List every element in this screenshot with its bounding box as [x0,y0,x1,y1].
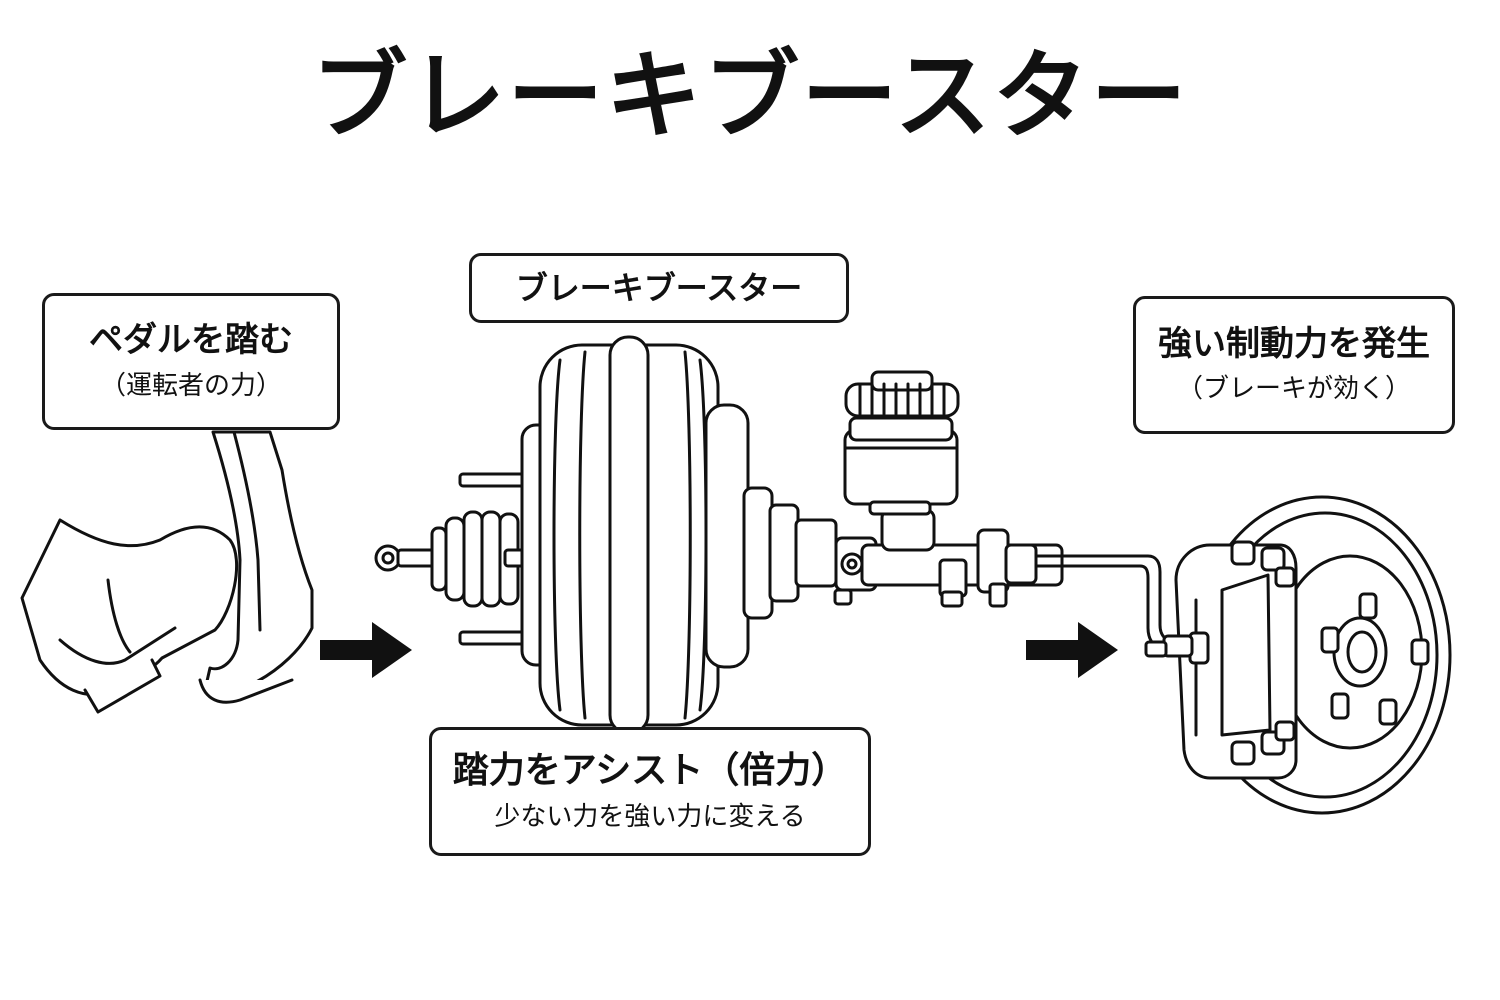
label-strong-braking-main: 強い制動力を発生 [1158,323,1430,364]
booster-canister [520,335,838,735]
label-strong-braking: 強い制動力を発生 （ブレーキが効く） [1133,296,1455,434]
brake-caliper [1144,540,1298,780]
label-force-assist-main: 踏力をアシスト（倍力） [452,749,848,791]
master-cylinder [833,508,1064,608]
push-rod [374,544,440,572]
diagram-title: ブレーキブースター [311,40,1189,152]
label-press-pedal-main: ペダルを踏む [89,320,293,361]
label-press-pedal: ペダルを踏む （運転者の力） [42,293,340,430]
label-force-assist-sub: 少ない力を強い力に変える [494,801,806,832]
rubber-boot [430,510,520,608]
label-brake-booster-main: ブレーキブースター [515,269,803,307]
label-strong-braking-sub: （ブレーキが効く） [1176,374,1411,405]
arrow-right-2 [1026,622,1118,678]
brake-pedal [198,430,314,704]
label-press-pedal-sub: （運転者の力） [99,370,282,401]
driver-shoe [20,518,239,714]
label-brake-booster: ブレーキブースター [469,253,849,323]
fluid-reservoir [843,370,960,516]
arrow-right-1 [320,622,412,678]
label-force-assist: 踏力をアシスト（倍力） 少ない力を強い力に変える [429,727,871,856]
